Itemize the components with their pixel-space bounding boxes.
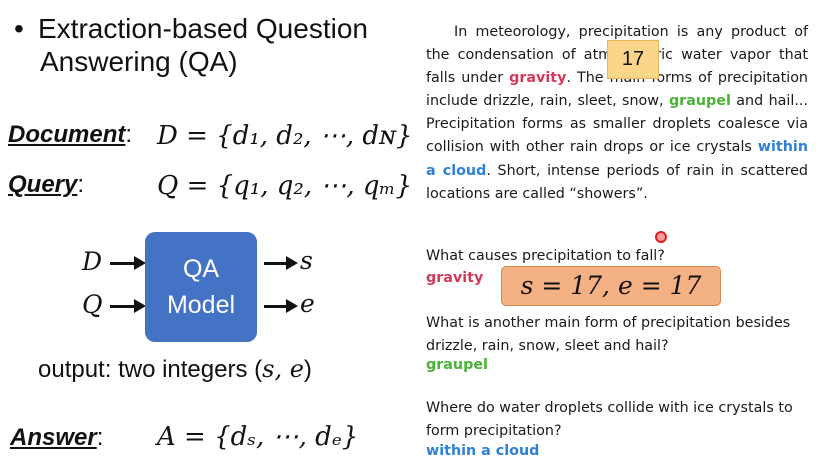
- input-q-label: Q: [82, 290, 103, 319]
- passage-gravity: gravity: [509, 70, 567, 87]
- query-label: Query: [8, 171, 78, 198]
- title-line-1: Extraction-based Question: [38, 13, 368, 44]
- answer-3: within a cloud: [426, 443, 540, 459]
- answer-label: Answer: [10, 424, 97, 451]
- passage-cloud: within a cloud: [426, 139, 808, 179]
- document-label: Document: [8, 121, 126, 148]
- query-row: Query:: [8, 171, 85, 198]
- passage: In meteorology, precipitation is any pro…: [426, 21, 808, 206]
- position-badge: 17: [607, 40, 659, 79]
- output-s-arrow-icon: [264, 256, 298, 270]
- output-description: output: two integers (s, e): [38, 355, 312, 384]
- query-formula: Q = {q₁, q₂, ⋯, qₘ}: [157, 171, 413, 201]
- bullet-dot-icon: •: [14, 13, 24, 44]
- answer-row: Answer:: [10, 424, 104, 451]
- question-3: Where do water droplets collide with ice…: [426, 400, 793, 439]
- passage-graupel: graupel: [668, 93, 731, 110]
- output-s-label: s: [300, 246, 313, 275]
- answer-formula: A = {dₛ, ⋯, dₑ}: [157, 422, 359, 452]
- question-1: What causes precipitation to fall?: [426, 248, 665, 264]
- span-result-box: s = 17, e = 17: [501, 266, 721, 306]
- model-line-1: QA: [182, 255, 220, 283]
- passage-part-3: and hail... Precipitation forms as small…: [426, 93, 808, 156]
- output-e-label: e: [300, 289, 315, 318]
- document-row: Document:: [8, 121, 133, 148]
- question-2: What is another main form of precipitati…: [426, 315, 791, 354]
- answer-1: gravity: [426, 270, 484, 286]
- qa-model-box: QA Model: [145, 232, 257, 342]
- input-d-label: D: [82, 247, 103, 276]
- output-e-arrow-icon: [264, 299, 298, 313]
- output-close: ): [303, 356, 312, 383]
- input-q-arrow-icon: [110, 299, 146, 313]
- input-d-arrow-icon: [110, 256, 146, 270]
- title-line-2: Answering (QA): [40, 46, 238, 77]
- slide-title: • Extraction-based Question Answering (QA…: [14, 12, 368, 78]
- passage-part-4: . Short, intense periods of rain in scat…: [426, 162, 808, 202]
- output-text: output: two integers (: [38, 356, 263, 383]
- answer-2: graupel: [426, 357, 488, 373]
- pointer-cursor-icon: [655, 231, 667, 243]
- output-vars: s, e: [262, 355, 304, 383]
- document-formula: D = {d₁, d₂, ⋯, dɴ}: [157, 121, 413, 151]
- model-line-2: Model: [166, 291, 236, 319]
